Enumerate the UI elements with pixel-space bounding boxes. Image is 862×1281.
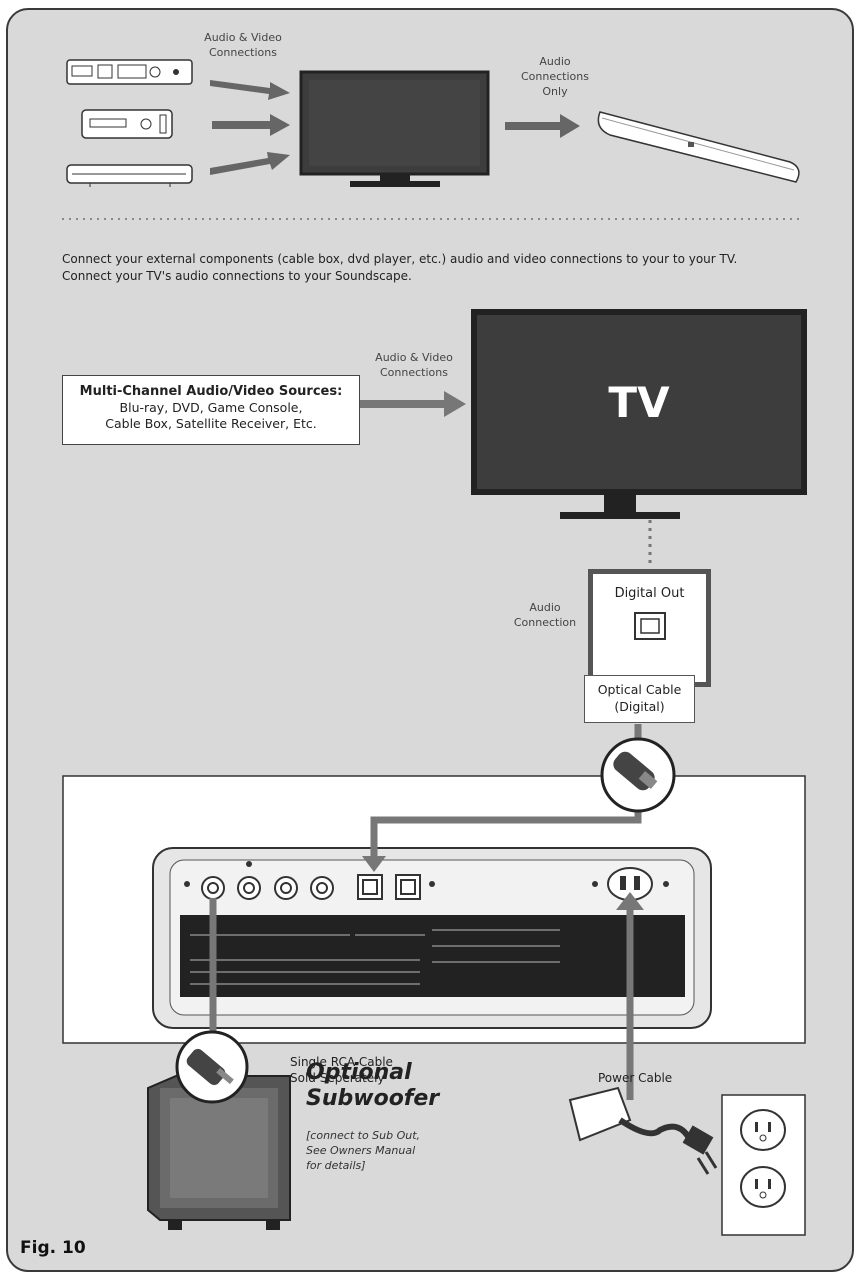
optical-connector-icon bbox=[600, 737, 676, 813]
instruction-line-2: Connect your TV's audio connections to y… bbox=[62, 269, 412, 283]
optical-port-icon bbox=[633, 612, 666, 640]
middle-av-label: Audio & Video Connections bbox=[375, 351, 453, 379]
bottom-diagram bbox=[62, 724, 806, 1236]
top-diagram bbox=[62, 59, 800, 220]
receiver-icon bbox=[66, 164, 193, 187]
dvd-player-icon bbox=[81, 109, 173, 139]
sources-title: Multi-Channel Audio/Video Sources: bbox=[79, 384, 343, 399]
top-audio-only-label: Audio Connections Only bbox=[521, 55, 589, 98]
arrow-to-soundbar bbox=[505, 114, 580, 138]
rca-jacks bbox=[201, 876, 334, 900]
figure-label: Fig. 10 bbox=[20, 1238, 86, 1258]
digital-out-box: Digital Out bbox=[588, 569, 711, 687]
middle-diagram bbox=[360, 309, 807, 566]
power-cable-label: Power Cable bbox=[598, 1071, 673, 1085]
small-tv-icon bbox=[299, 70, 490, 187]
power-plug-icon bbox=[568, 1086, 718, 1175]
av-sources-box: Multi-Channel Audio/Video Sources: Blu-r… bbox=[62, 375, 360, 445]
sources-line-1: Blu-ray, DVD, Game Console, bbox=[119, 400, 303, 415]
arrows-to-tv bbox=[210, 80, 290, 175]
label-strip bbox=[180, 915, 685, 997]
rca-cable-label: Single RCA Cable Sold Seperately bbox=[290, 1055, 393, 1085]
optical-cable-box: Optical Cable (Digital) bbox=[584, 675, 695, 723]
instruction-line-1: Connect your external components (cable … bbox=[62, 252, 738, 266]
tv-icon bbox=[471, 309, 807, 519]
subwoofer-title: Optional Subwoofer bbox=[306, 1060, 440, 1111]
rca-magnifier-icon bbox=[175, 1030, 249, 1104]
subwoofer-icon bbox=[147, 1075, 291, 1230]
cable-box-icon bbox=[66, 59, 193, 85]
subwoofer-note: [connect to Sub Out, See Owners Manual f… bbox=[306, 1129, 421, 1172]
arrow-sources-to-tv bbox=[360, 391, 466, 417]
instructions: Connect your external components (cable … bbox=[62, 251, 852, 285]
top-av-label: Audio & Video Connections bbox=[204, 31, 282, 59]
audio-connection-label: Audio Connection bbox=[513, 601, 577, 629]
optical-inputs bbox=[357, 874, 421, 900]
digital-out-label: Digital Out bbox=[614, 586, 685, 601]
soundbar-icon bbox=[597, 111, 800, 183]
sources-line-2: Cable Box, Satellite Receiver, Etc. bbox=[105, 416, 317, 431]
wall-outlet-icon bbox=[721, 1094, 806, 1236]
